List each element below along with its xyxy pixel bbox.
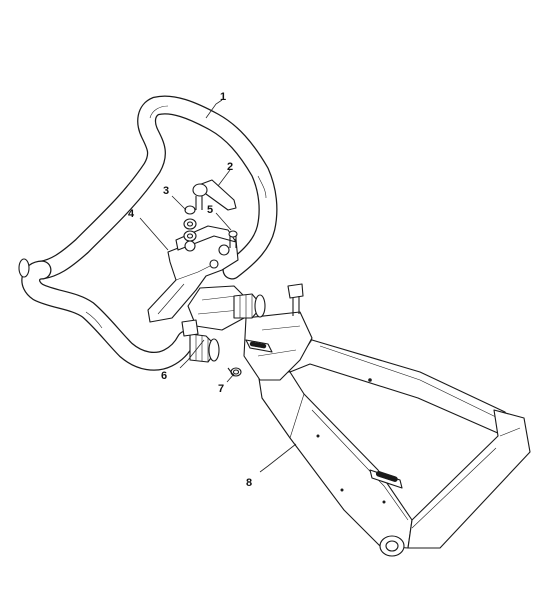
screw-7	[227, 367, 242, 377]
leader-lines	[139, 99, 297, 473]
callout-3: 3	[163, 185, 169, 197]
callout-6: 6	[161, 370, 167, 382]
callout-8: 8	[246, 477, 252, 489]
callout-4: 4	[128, 208, 135, 220]
frame-bolt	[287, 283, 304, 316]
bolt-5	[228, 230, 238, 248]
callout-5: 5	[207, 204, 213, 216]
callout-1: 1	[220, 91, 226, 103]
callout-7: 7	[218, 383, 224, 395]
washer-stack	[183, 205, 197, 242]
a-frame-base	[243, 311, 531, 557]
callout-labels: 1 2 3 4 5 6 7 8	[128, 91, 252, 489]
handlebar-tube	[18, 95, 278, 371]
callout-2: 2	[227, 161, 233, 173]
hinge-knob-assembly	[181, 285, 266, 363]
clamp-lever	[192, 179, 237, 211]
